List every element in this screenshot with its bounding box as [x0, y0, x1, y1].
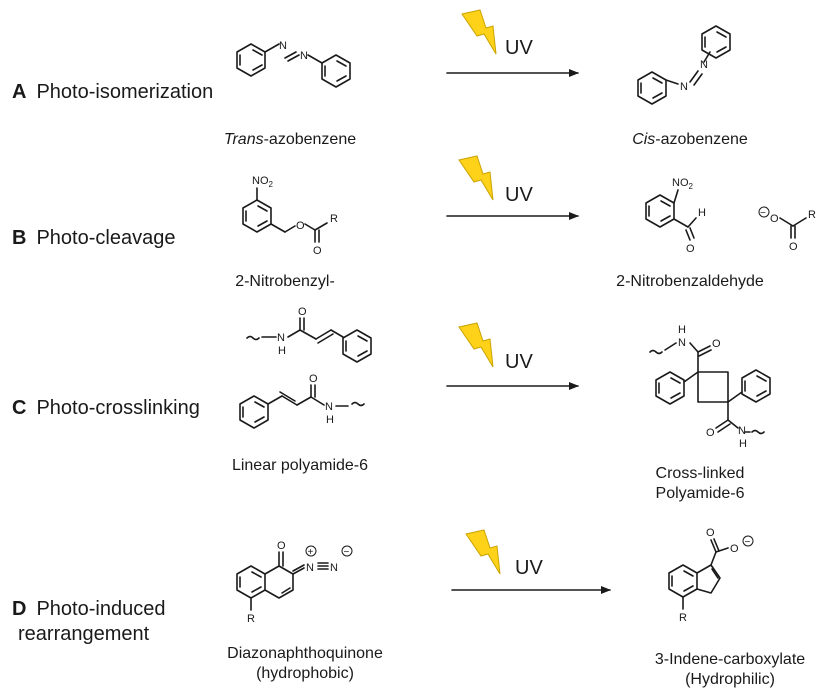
minus-sign-indene: − [745, 537, 751, 548]
lightning-icon-d [465, 529, 501, 575]
row-c-label: C Photo-crosslinking [12, 396, 200, 420]
lightning-icon-a [461, 9, 497, 55]
atom-r-indene: R [679, 612, 687, 624]
charge-minus-indene [742, 535, 754, 547]
minus-sign-diazo: − [344, 547, 350, 558]
atom-o-bottom-amide: O [309, 373, 318, 385]
atom-n-crosslink-bottom: N [738, 425, 746, 437]
uv-label-b: UV [505, 184, 533, 206]
atom-n-cis-2: N [700, 59, 708, 71]
atom-o-top-amide: O [298, 306, 307, 318]
uv-label-a: UV [505, 37, 533, 59]
caption-dnq-line2: (hydrophobic) [256, 665, 354, 682]
row-c-letter: C [12, 397, 27, 419]
trans-azobenzene-structure [236, 43, 351, 88]
crosslinked-polyamide-structure [649, 342, 771, 435]
atom-r-carboxylate: R [808, 209, 816, 221]
atom-o-ester: O [296, 220, 305, 232]
atom-o-aldehyde: O [686, 243, 695, 255]
caption-trans-italic: Trans [223, 131, 264, 148]
atom-n-trans-1: N [279, 40, 287, 52]
row-d-title-line1: Photo-induced [36, 598, 166, 620]
caption-linear-polyamide: Linear polyamide-6 [231, 457, 369, 474]
cis-azobenzene-structure [637, 25, 731, 105]
atom-h-aldehyde: H [698, 207, 706, 219]
atom-o-carboxylate: O [789, 241, 798, 253]
charge-minus-carboxylate [758, 206, 770, 218]
row-d-letter: D [12, 598, 27, 620]
atom-n-cis-1: N [680, 81, 688, 93]
atom-h-bottom-amide: H [326, 414, 334, 426]
caption-cis-azobenzene: Cis-azobenzene [600, 130, 780, 150]
nitrobenzyl-ester-structure [242, 187, 328, 243]
atom-n-bottom-amide: N [325, 401, 333, 413]
lightning-icon-c [458, 322, 494, 368]
caption-indene-line2: (Hydrophilic) [685, 671, 775, 688]
minus-sign-carboxylate: − [760, 208, 766, 219]
diazonaphthoquinone-structure [236, 551, 329, 611]
row-b-label: B Photo-cleavage [12, 226, 175, 250]
carboxylate-structure [779, 217, 807, 239]
caption-cis-rest: -azobenzene [655, 131, 748, 148]
row-a-letter: A [12, 81, 27, 103]
row-c-title: Photo-crosslinking [36, 397, 200, 419]
caption-trans-rest: -azobenzene [263, 131, 357, 148]
atom-o-indene-carbonyl: O [706, 527, 715, 539]
indene-carboxylate-structure [668, 538, 729, 610]
atom-n-top-amide: N [277, 332, 285, 344]
caption-indene-line1: 3-Indene-carboxylate [654, 651, 806, 668]
atom-o-quinone: O [277, 540, 286, 552]
uv-label-d: UV [515, 557, 543, 579]
atom-o-anion: O [770, 213, 779, 225]
row-a-title: Photo-isomerization [36, 81, 214, 103]
caption-2-nitrobenzaldehyde: 2-Nitrobenzaldehyde [616, 273, 764, 290]
atom-o-crosslink-bottom: O [706, 427, 715, 439]
atom-n-diazo-2: N [330, 562, 338, 574]
row-b-title: Photo-cleavage [36, 227, 176, 249]
charge-plus-diazo [305, 545, 317, 557]
linear-polyamide-structure [239, 317, 372, 429]
caption-crosslinked-line2: Polyamide-6 [655, 485, 745, 502]
atom-no2-reactant: NO2 [252, 175, 274, 189]
nitrobenzaldehyde-structure [645, 189, 697, 241]
atom-n-crosslink-top: N [678, 337, 686, 349]
lightning-icons [458, 9, 501, 575]
caption-dnq-line1: Diazonaphthoquinone [227, 645, 383, 662]
lightning-icon-b [458, 155, 494, 201]
row-b-letter: B [12, 227, 27, 249]
atom-o-carbonyl-reactant: O [313, 245, 322, 257]
atom-labels: N N N N NO2 O O R NO2 H O − O R O N H O … [247, 40, 816, 625]
row-d-label: D Photo-induced [12, 597, 165, 621]
plus-sign-diazo: + [308, 547, 314, 558]
atom-r-reactant: R [330, 213, 338, 225]
atom-o-indene-anion: O [730, 543, 739, 555]
atom-n-trans-2: N [300, 50, 308, 62]
caption-crosslinked-line1: Cross-linked [655, 465, 745, 482]
atom-h-crosslink-top: H [678, 324, 686, 336]
atom-no2-product: NO2 [672, 177, 694, 191]
row-a-label: A Photo-isomerization [12, 80, 213, 104]
caption-trans-azobenzene: Trans-azobenzene [200, 130, 380, 150]
caption-2-nitrobenzyl: 2-Nitrobenzyl- [235, 273, 335, 290]
atom-r-dnq: R [247, 613, 255, 625]
atom-o-crosslink-top: O [712, 338, 721, 350]
uv-label-c: UV [505, 351, 533, 373]
atom-h-crosslink-bottom: H [739, 438, 747, 450]
caption-cis-italic: Cis [632, 131, 656, 148]
atom-h-top-amide: H [278, 345, 286, 357]
row-d-title-line2: rearrangement [18, 623, 150, 645]
atom-n-diazo-1: N [306, 562, 314, 574]
charge-minus-diazo [341, 545, 353, 557]
